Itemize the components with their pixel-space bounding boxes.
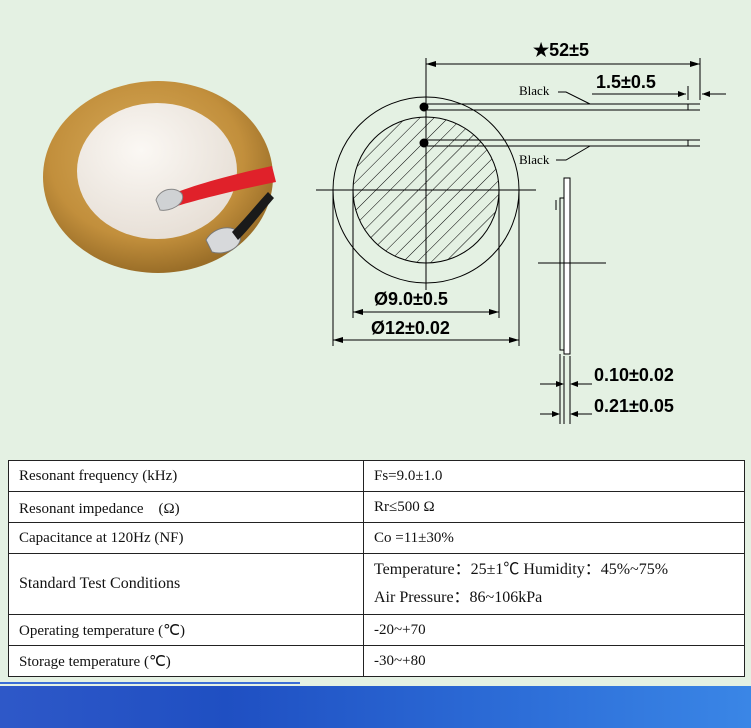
- value-cell: -30~+80: [363, 645, 745, 677]
- solder-point-top: [155, 188, 184, 211]
- table-row: Resonant impedance (Ω) Rr≤500 Ω: [8, 491, 745, 523]
- value-cell: Fs=9.0±1.0: [363, 460, 745, 492]
- diagram-area: ★52±5 1.5±0.5 Black Black Ø9.0±0.5 Ø12±0…: [43, 40, 726, 424]
- value-cell: Co =11±30%: [363, 522, 745, 554]
- lead-label-bottom: Black: [519, 152, 550, 167]
- black-wire: [232, 192, 274, 240]
- param-cell: Storage temperature (℃): [8, 645, 364, 677]
- dim-outer-diameter: Ø12±0.02: [371, 318, 450, 338]
- value-cell: -20~+70: [363, 614, 745, 646]
- divider-line: [0, 682, 300, 684]
- param-cell: Resonant impedance (Ω): [8, 491, 364, 523]
- param-cell: Operating temperature (℃): [8, 614, 364, 646]
- bottom-bar: [0, 686, 751, 728]
- condition-line: Temperature：25±1℃ Humidity：45%~75%: [374, 561, 669, 578]
- table-row: Resonant frequency (kHz) Fs=9.0±1.0: [8, 460, 745, 492]
- dim-strip-length: 1.5±0.5: [596, 72, 656, 92]
- side-view: [538, 177, 606, 424]
- table-row: Operating temperature (℃) -20~+70: [8, 614, 745, 646]
- param-cell: Capacitance at 120Hz (NF): [8, 522, 364, 554]
- table-row: Standard Test Conditions Temperature：25±…: [8, 553, 745, 615]
- table-row: Storage temperature (℃) -30~+80: [8, 645, 745, 677]
- piezo-photo: [43, 81, 276, 273]
- condition-line: Air Pressure：86~106kPa: [374, 589, 543, 606]
- piezo-drawing: ★52±5 1.5±0.5 Black Black Ø9.0±0.5 Ø12±0…: [43, 40, 726, 424]
- lead-label-top: Black: [519, 83, 550, 98]
- ceramic-disc: [77, 103, 237, 239]
- table-row: Capacitance at 120Hz (NF) Co =11±30%: [8, 522, 745, 554]
- front-view: [316, 58, 726, 346]
- value-cell: Temperature：25±1℃ Humidity：45%~75% Air P…: [363, 553, 745, 615]
- value-cell: Rr≤500 Ω: [363, 491, 745, 523]
- dim-thickness-plate: 0.10±0.02: [594, 365, 674, 385]
- param-cell: Standard Test Conditions: [8, 553, 364, 615]
- dim-thickness-total: 0.21±0.05: [594, 396, 674, 416]
- spec-table: Resonant frequency (kHz) Fs=9.0±1.0 Reso…: [8, 460, 745, 677]
- red-wire: [168, 166, 276, 207]
- dim-overall-length: ★52±5: [533, 40, 589, 60]
- dim-inner-diameter: Ø9.0±0.5: [374, 289, 448, 309]
- param-cell: Resonant frequency (kHz): [8, 460, 364, 492]
